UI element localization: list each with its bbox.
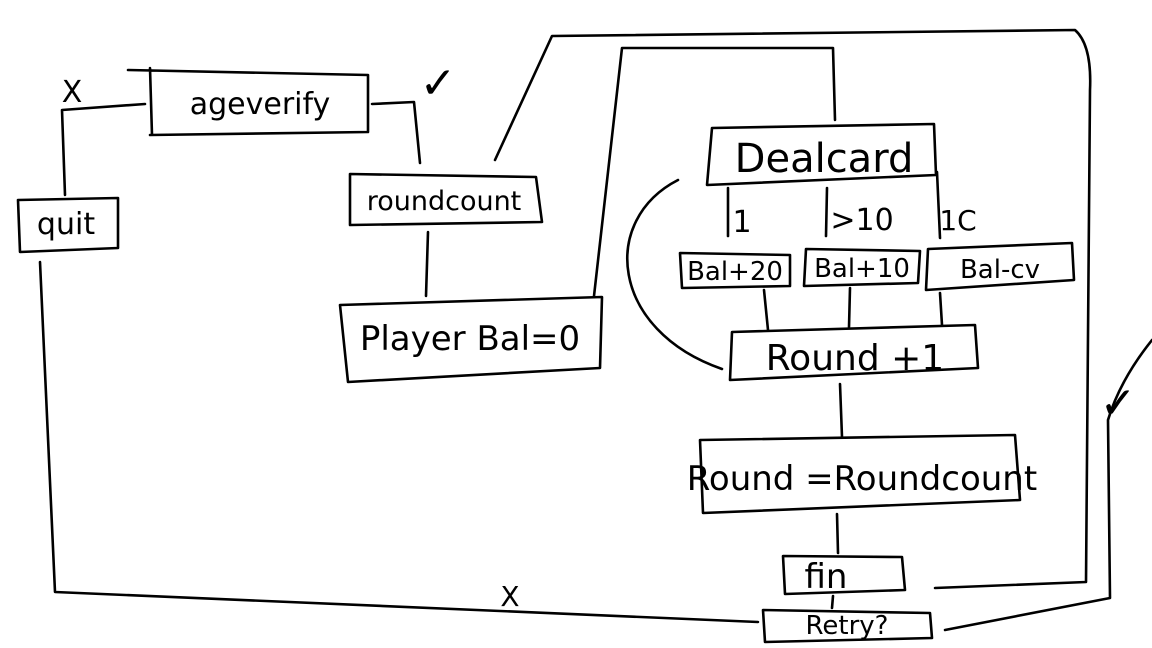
- bal-minus-cv-label: Bal-cv: [960, 255, 1040, 285]
- edge-roundcount-loop: [493, 28, 1092, 590]
- edge-round-compare: [838, 382, 844, 439]
- edge-playerbal-dealcard: [592, 46, 837, 298]
- quit-label: quit: [37, 207, 95, 242]
- edge-roundcount-playerbal: [424, 230, 430, 298]
- player-bal-label: Player Bal=0: [360, 319, 580, 359]
- ageverify-label: ageverify: [190, 87, 331, 122]
- node-round-eq-roundcount: Round =Roundcount: [687, 433, 1037, 515]
- edge-dealcard-balcv: [935, 170, 942, 240]
- node-fin: fin: [781, 554, 907, 597]
- node-roundcount: roundcount: [348, 172, 544, 227]
- label-card-1: 1: [732, 205, 751, 240]
- retry-label: Retry?: [806, 611, 889, 641]
- edge-bal20-round: [762, 288, 770, 332]
- node-dealcard: Dealcard: [705, 122, 938, 187]
- label-age-pass: ✓: [420, 58, 457, 109]
- edge-retry-yes: [943, 338, 1152, 632]
- node-bal-plus-20: Bal+20: [678, 251, 792, 290]
- label-age-fail: X: [62, 75, 83, 110]
- roundcount-label: roundcount: [367, 186, 522, 217]
- node-ageverify: ageverify: [126, 66, 370, 137]
- edge-bal10-round: [847, 286, 852, 329]
- node-quit: quit: [16, 196, 120, 254]
- node-bal-plus-10: Bal+10: [802, 247, 922, 288]
- edge-ageverify-quit: [60, 102, 147, 197]
- label-card-1c: 1C: [939, 204, 976, 237]
- node-round-plus-1: Round +1: [728, 323, 980, 382]
- connectors: [38, 28, 1152, 632]
- edge-balcv-round: [938, 291, 944, 327]
- round-plus-1-label: Round +1: [766, 338, 944, 379]
- bal-plus-20-label: Bal+20: [687, 257, 783, 287]
- node-player-bal: Player Bal=0: [338, 295, 604, 384]
- dealcard-label: Dealcard: [735, 136, 914, 182]
- edge-ageverify-roundcount: [370, 100, 422, 165]
- node-bal-minus-cv: Bal-cv: [924, 241, 1076, 292]
- fin-label: fin: [805, 557, 848, 597]
- label-retry-yes: ✓: [1100, 378, 1137, 429]
- bal-plus-10-label: Bal+10: [814, 254, 910, 284]
- edge-labels: X ✓ 1 >10 1C X ✓: [62, 58, 1137, 613]
- edge-fin-retry: [830, 594, 835, 610]
- edge-retry-quit: [38, 260, 760, 624]
- edge-compare-fin: [835, 512, 840, 555]
- node-retry: Retry?: [761, 608, 934, 644]
- round-eq-roundcount-label: Round =Roundcount: [687, 459, 1037, 499]
- label-card-gt10: >10: [830, 203, 893, 238]
- edge-dealcard-bal10: [824, 186, 829, 238]
- edge-loop-arc: [626, 178, 724, 371]
- label-retry-no: X: [500, 580, 519, 613]
